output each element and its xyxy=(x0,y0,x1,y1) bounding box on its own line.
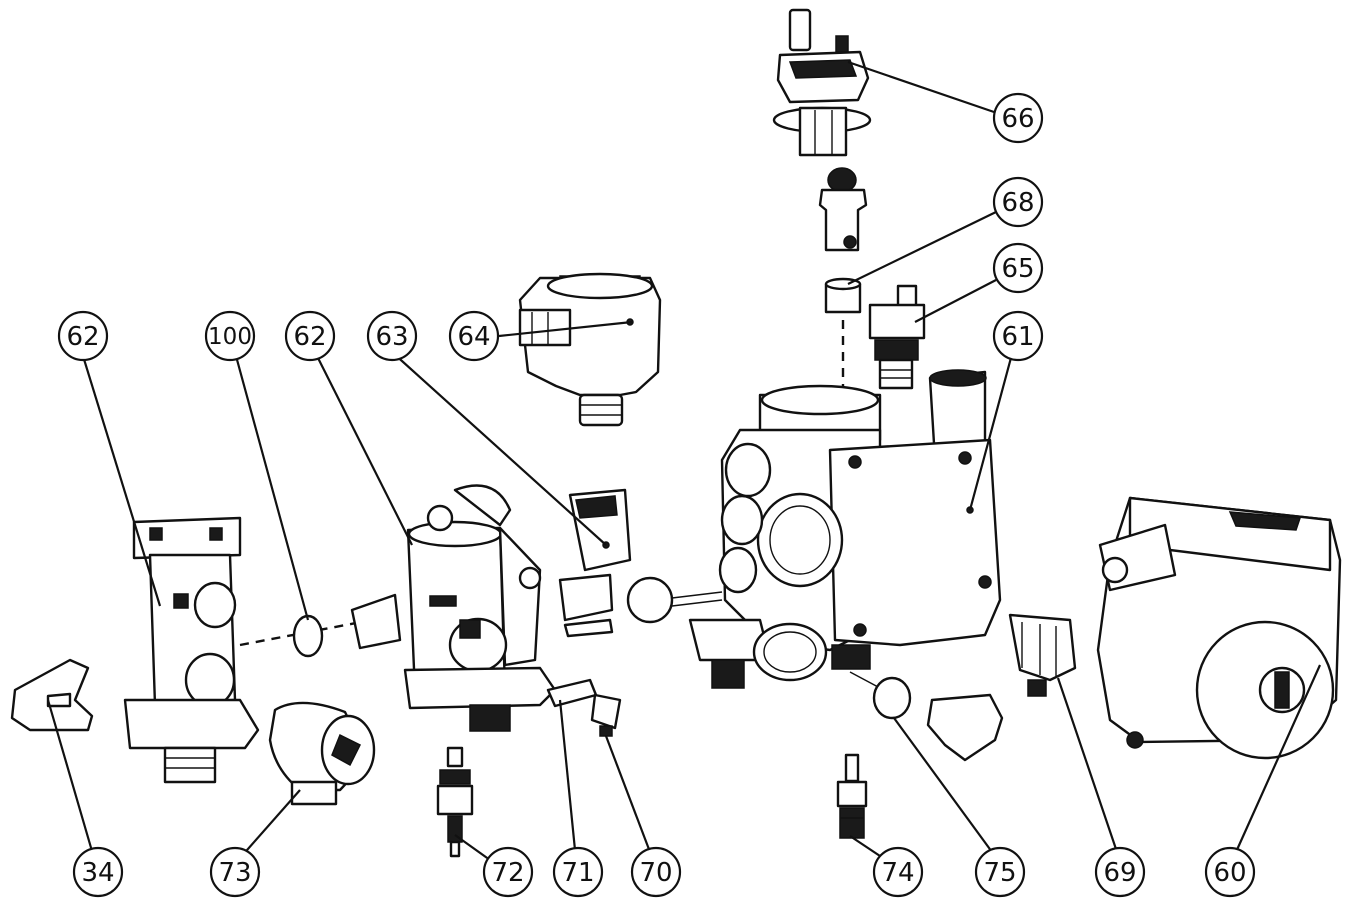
part-71-clip xyxy=(546,678,598,708)
part-69-connector xyxy=(1008,613,1077,697)
callout-65: 65 xyxy=(992,242,1044,294)
part-68-valve-cartridge xyxy=(818,167,868,314)
svg-text:61: 61 xyxy=(1001,322,1034,352)
part-61-hydraulic-group xyxy=(688,369,1002,689)
callout-73: 73 xyxy=(209,846,261,898)
part-63-bracket xyxy=(558,488,723,638)
svg-text:70: 70 xyxy=(639,858,672,888)
part-62-left-fitting xyxy=(123,516,260,784)
callout-75: 75 xyxy=(974,846,1026,898)
svg-text:100: 100 xyxy=(208,324,252,350)
callout-68: 68 xyxy=(992,176,1044,228)
callout-62-center: 62 xyxy=(284,310,336,362)
callout-72: 72 xyxy=(482,846,534,898)
svg-text:34: 34 xyxy=(81,858,114,888)
callout-74: 74 xyxy=(872,846,924,898)
svg-text:66: 66 xyxy=(1001,104,1034,134)
callout-61: 61 xyxy=(992,310,1044,362)
part-75-bypass xyxy=(849,671,1004,762)
callout-70: 70 xyxy=(630,846,682,898)
callout-62-left: 62 xyxy=(57,310,109,362)
svg-text:74: 74 xyxy=(881,858,914,888)
part-70-sensor xyxy=(590,693,622,737)
part-74-plug xyxy=(836,753,868,839)
callout-66: 66 xyxy=(992,92,1044,144)
svg-text:62: 62 xyxy=(66,322,99,352)
svg-text:60: 60 xyxy=(1213,858,1246,888)
callout-100: 100 xyxy=(204,310,256,362)
svg-text:73: 73 xyxy=(218,858,251,888)
callout-60: 60 xyxy=(1204,846,1256,898)
svg-text:71: 71 xyxy=(561,858,594,888)
svg-text:62: 62 xyxy=(293,322,326,352)
part-72-filling-valve xyxy=(436,746,474,858)
part-34-clip xyxy=(10,658,94,732)
callout-63: 63 xyxy=(366,310,418,362)
svg-text:68: 68 xyxy=(1001,188,1034,218)
part-73-elbow xyxy=(268,701,376,806)
svg-text:65: 65 xyxy=(1001,254,1034,284)
callout-34: 34 xyxy=(72,846,124,898)
leader-lines xyxy=(46,60,1322,861)
svg-text:75: 75 xyxy=(983,858,1016,888)
part-60-pump-head xyxy=(1096,496,1342,760)
svg-text:63: 63 xyxy=(375,322,408,352)
part-66-air-vent xyxy=(772,8,872,157)
callout-64: 64 xyxy=(448,310,500,362)
part-62-diverter-body xyxy=(350,484,557,732)
part-100-o-ring xyxy=(292,614,324,658)
svg-text:64: 64 xyxy=(457,322,490,352)
callout-69: 69 xyxy=(1094,846,1146,898)
svg-text:69: 69 xyxy=(1103,858,1136,888)
part-64-diverter-motor xyxy=(518,272,662,427)
svg-text:72: 72 xyxy=(491,858,524,888)
part-65-pressure-sensor xyxy=(868,284,926,390)
callout-71: 71 xyxy=(552,846,604,898)
